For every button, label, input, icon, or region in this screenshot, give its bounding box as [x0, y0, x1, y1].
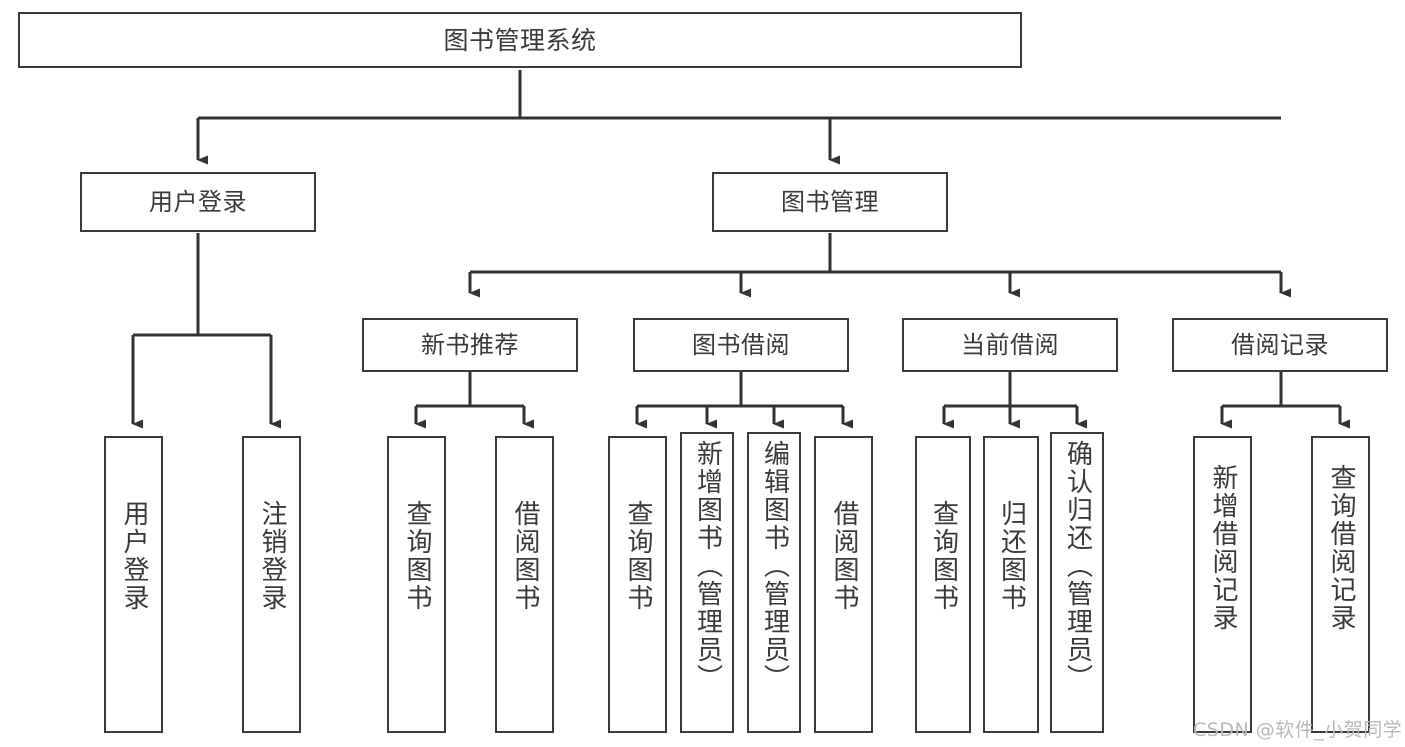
node-label: 图书管理系统 [443, 25, 597, 55]
watermark-credit: CSDN @软件_小贺同学 [1193, 719, 1403, 741]
leaf-confirm-return-admin[interactable]: 确认归还（管理员） [1050, 432, 1104, 733]
node-label: 图书借阅 [692, 331, 790, 359]
node-book-borrow[interactable]: 图书借阅 [633, 318, 849, 372]
leaf-query-book-current[interactable]: 查询图书 [915, 436, 971, 733]
node-label: 查询图书 [623, 500, 654, 612]
node-user-login[interactable]: 用户登录 [80, 172, 316, 232]
node-label: 借阅图书 [829, 500, 860, 612]
node-label: 确认归还（管理员） [1062, 440, 1093, 692]
leaf-logout[interactable]: 注销登录 [242, 436, 301, 733]
node-label: 用户登录 [119, 500, 150, 612]
node-label: 注销登录 [257, 500, 288, 612]
node-label: 归还图书 [996, 500, 1027, 612]
leaf-return-book[interactable]: 归还图书 [983, 436, 1039, 733]
leaf-edit-book-admin[interactable]: 编辑图书（管理员） [747, 432, 801, 733]
leaf-borrow-book-borrow[interactable]: 借阅图书 [814, 436, 873, 733]
node-book-management[interactable]: 图书管理 [712, 172, 948, 232]
node-label: 查询图书 [402, 500, 433, 612]
leaf-query-book-recommend[interactable]: 查询图书 [387, 436, 446, 733]
leaf-add-borrow-record[interactable]: 新增借阅记录 [1193, 436, 1252, 733]
node-label: 新增图书（管理员） [692, 440, 723, 692]
node-root-system[interactable]: 图书管理系统 [18, 12, 1022, 68]
node-label: 借阅图书 [510, 500, 541, 612]
node-label: 图书管理 [781, 188, 879, 216]
node-new-book-recommend[interactable]: 新书推荐 [362, 318, 578, 372]
leaf-user-login[interactable]: 用户登录 [104, 436, 163, 733]
node-borrow-record[interactable]: 借阅记录 [1172, 318, 1388, 372]
leaf-query-book-borrow[interactable]: 查询图书 [608, 436, 667, 733]
node-label: 新书推荐 [421, 331, 519, 359]
leaf-add-book-admin[interactable]: 新增图书（管理员） [680, 432, 734, 733]
node-label: 新增借阅记录 [1208, 464, 1239, 632]
node-current-borrow[interactable]: 当前借阅 [902, 318, 1118, 372]
node-label: 编辑图书（管理员） [759, 440, 790, 692]
node-label: 借阅记录 [1231, 331, 1329, 359]
node-label: 用户登录 [149, 188, 247, 216]
leaf-borrow-book-recommend[interactable]: 借阅图书 [495, 436, 554, 733]
node-label: 查询借阅记录 [1326, 464, 1357, 632]
node-label: 当前借阅 [961, 331, 1059, 359]
leaf-query-borrow-record[interactable]: 查询借阅记录 [1311, 436, 1370, 733]
node-label: 查询图书 [928, 500, 959, 612]
